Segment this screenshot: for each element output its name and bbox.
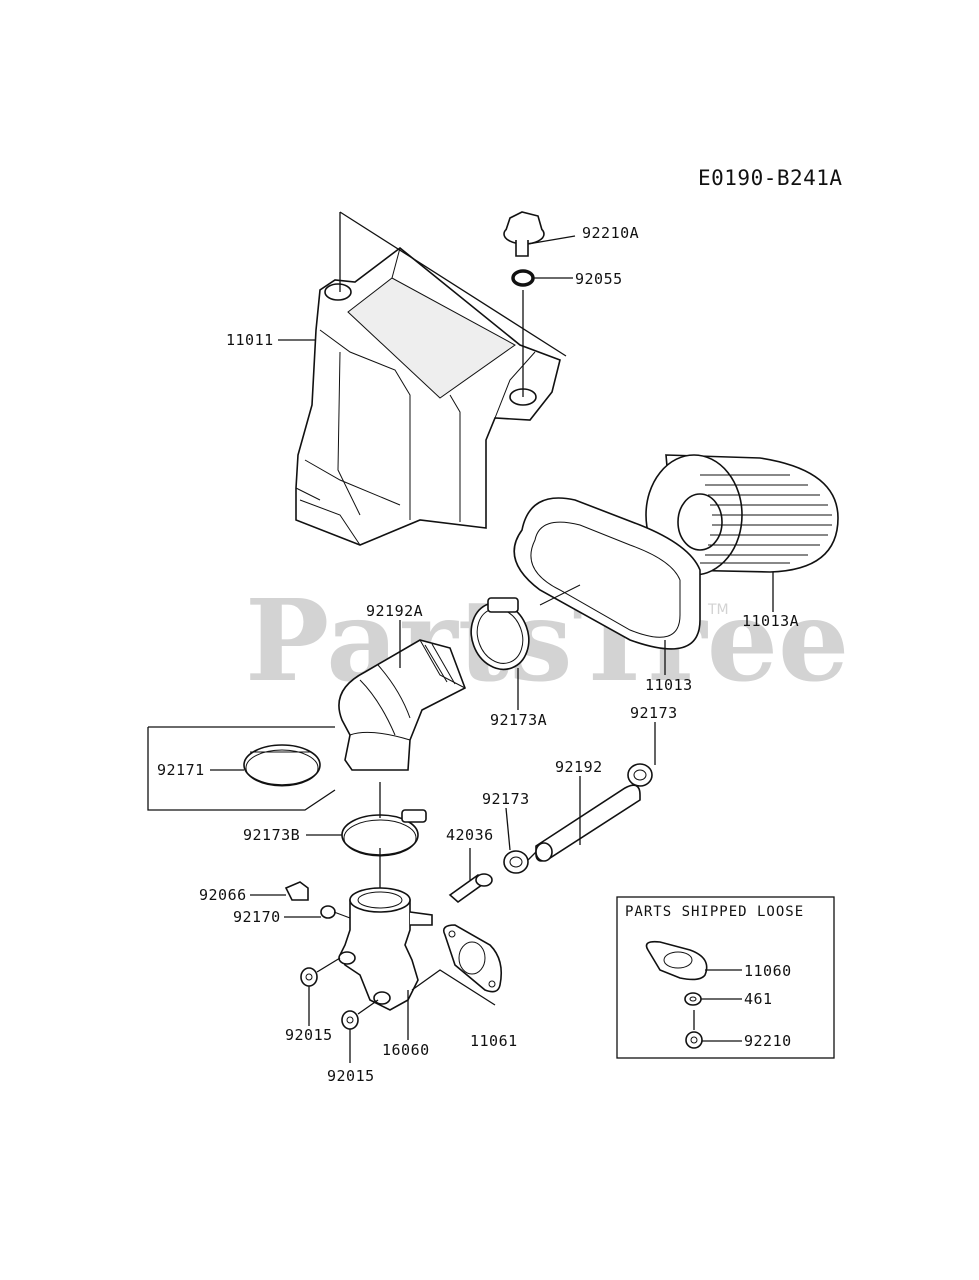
gasket-11060[interactable] [645, 940, 708, 981]
label-11013a: 11013A [742, 612, 799, 630]
label-92015-a: 92015 [285, 1026, 333, 1044]
air-cleaner-housing[interactable] [295, 246, 561, 546]
diagram-reference: E0190-B241A [698, 166, 843, 190]
intake-pipe-16060[interactable] [338, 887, 433, 1011]
label-92055: 92055 [575, 270, 623, 288]
label-92173-mid: 92173 [482, 790, 530, 808]
label-11013: 11013 [645, 676, 693, 694]
nut-92015-a[interactable] [300, 967, 318, 987]
label-92173-top: 92173 [630, 704, 678, 722]
label-461: 461 [744, 990, 773, 1008]
label-92173b: 92173B [243, 826, 300, 844]
label-11011: 11011 [226, 331, 274, 349]
breather-hose-92192[interactable] [535, 784, 641, 862]
label-92192a: 92192A [366, 602, 423, 620]
hose-clamp-92171[interactable] [243, 744, 321, 787]
label-16060: 16060 [382, 1041, 430, 1059]
label-42036: 42036 [446, 826, 494, 844]
watermark-text: PartsTree [245, 576, 849, 707]
screw-92170[interactable] [320, 905, 351, 919]
watermark-trademark: TM [707, 602, 729, 618]
label-92066: 92066 [199, 886, 247, 904]
label-92015-b: 92015 [327, 1067, 375, 1085]
washer-461[interactable] [684, 992, 702, 1006]
hose-clamp-92173a[interactable] [462, 594, 538, 677]
gasket-11061[interactable] [442, 924, 503, 993]
pre-cleaner-11013[interactable] [513, 497, 701, 650]
label-92210: 92210 [744, 1032, 792, 1050]
nut-92210[interactable] [685, 1031, 703, 1049]
hose-clamp-92173-mid[interactable] [503, 850, 529, 874]
intake-elbow-hose-92192a[interactable] [338, 639, 466, 771]
label-11060: 11060 [744, 962, 792, 980]
label-92210a: 92210A [582, 224, 639, 242]
label-92171: 92171 [157, 761, 205, 779]
o-ring-92055[interactable] [511, 269, 535, 287]
label-11061: 11061 [470, 1032, 518, 1050]
nut-92015-b[interactable] [341, 1010, 359, 1030]
label-92170: 92170 [233, 908, 281, 926]
label-92173a: 92173A [490, 711, 547, 729]
label-92192: 92192 [555, 758, 603, 776]
plug-92066[interactable] [284, 881, 309, 901]
parts-shipped-loose-title: PARTS SHIPPED LOOSE [625, 904, 804, 920]
hose-clamp-92173b[interactable] [341, 809, 427, 857]
hose-clamp-92173-top[interactable] [627, 763, 653, 787]
parts-shipped-loose-box [616, 896, 835, 1059]
wing-nut-92210a[interactable] [503, 211, 545, 257]
stud-42036[interactable] [448, 873, 493, 904]
